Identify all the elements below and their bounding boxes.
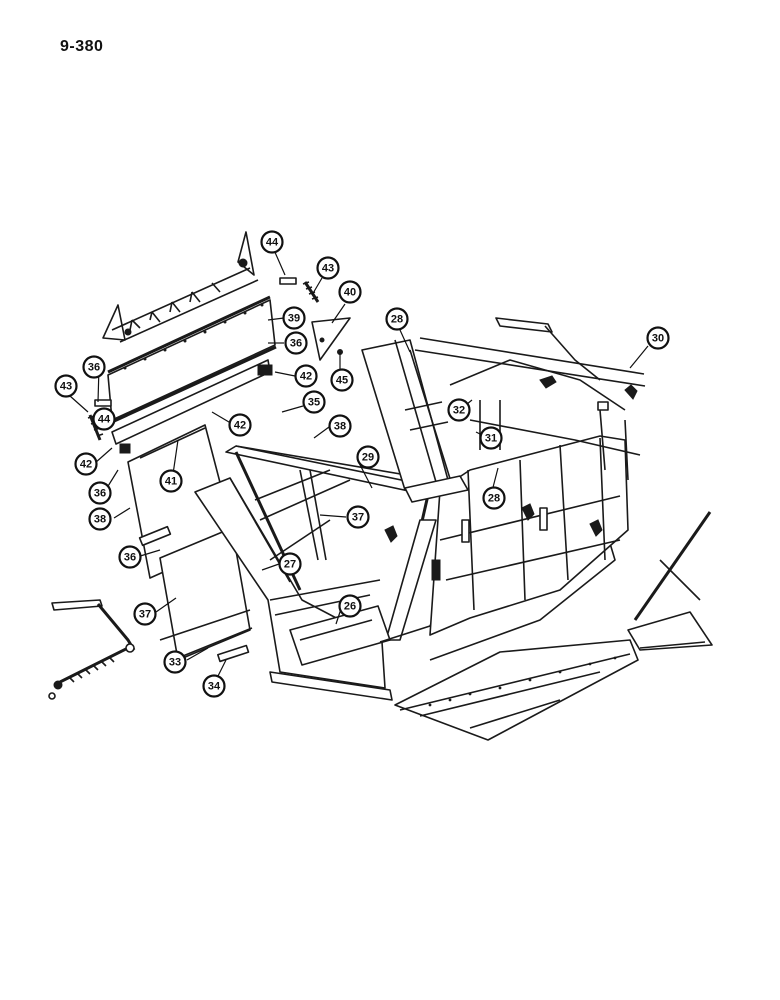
- callout-37: 37: [133, 602, 157, 626]
- callout-44: 44: [260, 230, 284, 254]
- callout-number: 41: [165, 476, 177, 488]
- callout-40: 40: [338, 280, 362, 304]
- callout-number: 32: [453, 405, 465, 417]
- callout-number: 42: [80, 459, 92, 471]
- callout-45: 45: [330, 368, 354, 392]
- lower-strip: [111, 359, 273, 454]
- callout-36: 36: [118, 545, 142, 569]
- callout-number: 39: [288, 313, 300, 325]
- callout-41: 41: [159, 469, 183, 493]
- callout-42: 42: [74, 452, 98, 476]
- callout-number: 35: [308, 397, 320, 409]
- callout-29: 29: [356, 445, 380, 469]
- callout-34: 34: [202, 674, 226, 698]
- callout-38: 38: [88, 507, 112, 531]
- callout-number: 38: [334, 421, 346, 433]
- callout-number: 31: [485, 433, 497, 445]
- callout-37: 37: [346, 505, 370, 529]
- callout-32: 32: [447, 398, 471, 422]
- callout-44: 44: [92, 407, 116, 431]
- angle-bracket-40: [311, 317, 351, 361]
- callout-36: 36: [82, 355, 106, 379]
- callout-number: 44: [266, 237, 279, 249]
- callout-number: 43: [322, 263, 334, 275]
- callout-number: 33: [169, 657, 181, 669]
- callout-number: 37: [352, 512, 364, 524]
- callout-number: 36: [290, 338, 302, 350]
- callout-33: 33: [163, 650, 187, 674]
- page-number: 9-380: [60, 38, 104, 55]
- callout-number: 40: [344, 287, 356, 299]
- callout-number: 34: [208, 681, 221, 693]
- side-panel-37: [159, 527, 253, 663]
- callout-number: 42: [300, 371, 312, 383]
- left-linkage: [48, 599, 136, 700]
- callout-number: 37: [139, 609, 151, 621]
- callout-number: 28: [488, 493, 500, 505]
- callout-36: 36: [284, 331, 308, 355]
- callout-27: 27: [278, 552, 302, 576]
- callout-39: 39: [282, 306, 306, 330]
- main-frame: [194, 445, 616, 701]
- callout-43: 43: [316, 256, 340, 280]
- callout-number: 42: [234, 420, 246, 432]
- callout-number: 45: [336, 375, 348, 387]
- callout-35: 35: [302, 390, 326, 414]
- callout-number: 26: [344, 601, 356, 613]
- right-detached-panel: [627, 511, 713, 651]
- frame-right-side: [384, 435, 629, 636]
- callout-number: 28: [391, 314, 403, 326]
- callout-number: 36: [124, 552, 136, 564]
- callout-number: 38: [94, 514, 106, 526]
- callout-number: 30: [652, 333, 664, 345]
- callout-43: 43: [54, 374, 78, 398]
- callout-number: 44: [98, 414, 111, 426]
- callout-30: 30: [646, 326, 670, 350]
- springs: [87, 277, 320, 441]
- callout-38: 38: [328, 414, 352, 438]
- callout-number: 36: [88, 362, 100, 374]
- floor-panel: [394, 639, 639, 741]
- callout-42: 42: [294, 364, 318, 388]
- upper-right-frame: [414, 317, 646, 481]
- callout-number: 27: [284, 559, 296, 571]
- center-hood: [361, 339, 469, 503]
- callout-26: 26: [338, 594, 362, 618]
- callout-28: 28: [482, 486, 506, 510]
- callout-number: 36: [94, 488, 106, 500]
- callout-labels: 44 43 40 39 36 36 42 45 28 30 43 44 35 42 32 31 38 42 41 29…: [54, 230, 670, 698]
- callout-number: 29: [362, 452, 374, 464]
- callout-number: 43: [60, 381, 72, 393]
- callout-28: 28: [385, 307, 409, 331]
- callout-42: 42: [228, 413, 252, 437]
- callout-31: 31: [479, 426, 503, 450]
- top-bracket-assembly: [102, 231, 259, 343]
- callout-36: 36: [88, 481, 112, 505]
